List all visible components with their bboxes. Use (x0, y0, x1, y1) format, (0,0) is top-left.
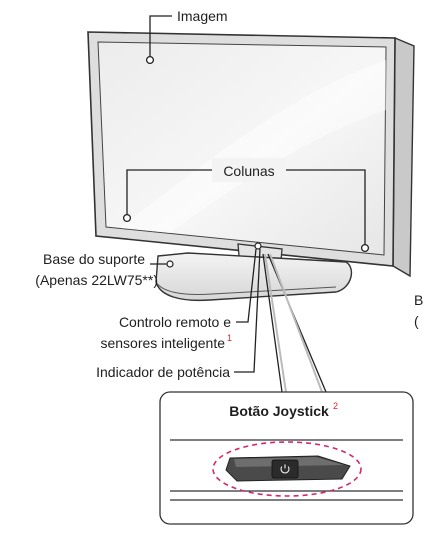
callout-lines-inner (264, 253, 323, 393)
indicador-label: Indicador de potência (96, 364, 230, 380)
imagem-leader (149, 15, 172, 64)
power-icon (280, 464, 290, 474)
cut-label-line1: B (414, 292, 423, 308)
controlo-label-line2: sensores inteligente (100, 335, 225, 351)
joystick-button[interactable] (271, 459, 299, 479)
indicador-leader (234, 248, 261, 373)
joystick-title: Botão Joystick (229, 403, 329, 419)
colunas-label-bg (212, 158, 286, 182)
stand-base-edge (155, 281, 337, 295)
colunas-label: Colunas (223, 163, 274, 179)
monitor-side (392, 36, 415, 278)
stand-base (155, 252, 353, 302)
joystick-highlight (212, 441, 362, 497)
controlo-label-line1: Controlo remoto e (119, 314, 231, 330)
base-label-line1: Base do suporte (43, 251, 145, 267)
speaker-right-dot (360, 243, 370, 253)
cut-label-line2: ( (414, 313, 419, 329)
imagem-dot (145, 55, 155, 65)
screen-reflection (120, 60, 386, 233)
base-dot (166, 260, 174, 268)
imagem-label: Imagem (177, 8, 228, 24)
monitor-screen (97, 41, 387, 256)
controlo-leader (236, 248, 257, 323)
controlo-superscript: 1 (227, 333, 232, 343)
base-label-line2: (Apenas 22LW75**) (35, 272, 158, 288)
sensor-dot (254, 242, 262, 250)
speaker-left-dot (122, 213, 132, 223)
joystick-superscript: 2 (333, 401, 338, 411)
